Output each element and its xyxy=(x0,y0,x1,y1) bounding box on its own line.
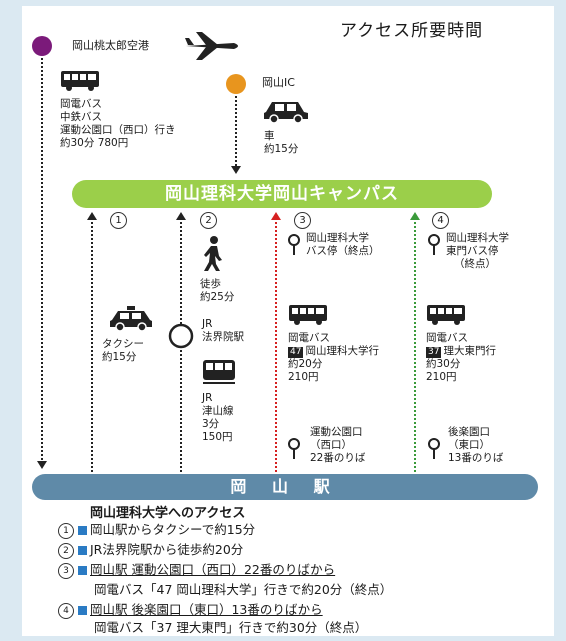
route4-bus: 岡電バス xyxy=(426,332,468,344)
route3-line xyxy=(275,218,277,472)
airport-bus-line4: 約30分 780円 xyxy=(60,137,129,149)
bus-stop-icon xyxy=(288,438,300,459)
route4-stop-bottom-line3: 13番のりば xyxy=(448,452,504,464)
train-icon xyxy=(203,360,235,384)
airport-dot xyxy=(32,36,52,56)
route3-stop-bottom-line2: （西口） xyxy=(310,439,352,451)
route1-number: 1 xyxy=(110,212,127,229)
access-item-4-text: 岡山駅 後楽園口（東口）13番のりばから xyxy=(90,602,323,617)
route4-number: 4 xyxy=(432,212,449,229)
ic-car-time: 約15分 xyxy=(264,143,299,155)
route3-time: 約20分 xyxy=(288,358,323,370)
route4-stop-top-line1: 岡山理科大学 xyxy=(446,232,509,244)
square-bullet-icon xyxy=(78,546,87,555)
bus-icon xyxy=(427,305,465,325)
route3-bus: 岡電バス xyxy=(288,332,330,344)
route4-arrow xyxy=(410,212,420,220)
route2-train-line4: 150円 xyxy=(202,431,233,443)
ic-route-line xyxy=(235,96,237,166)
bus-stop-icon xyxy=(428,438,440,459)
bus-stop-icon xyxy=(288,234,300,255)
route3-stop-bottom-line1: 運動公園口 xyxy=(310,426,363,438)
bus-icon xyxy=(289,305,327,325)
route1-line xyxy=(91,218,93,472)
route2-train-line1: JR xyxy=(202,392,213,404)
access-item-1: 1 岡山駅からタクシーで約15分 xyxy=(58,522,255,539)
access-item-3: 3 岡山駅 運動公園口（西口）22番のりばから xyxy=(58,562,335,579)
ic-arrow xyxy=(231,166,241,174)
access-item-1-text: 岡山駅からタクシーで約15分 xyxy=(90,522,256,537)
taxi-icon xyxy=(110,306,152,332)
airport-bus-line1: 岡電バス xyxy=(60,98,102,110)
route2-walk-time: 約25分 xyxy=(200,291,235,303)
route2-number: 2 xyxy=(200,212,217,229)
access-item-2: 2 JR法界院駅から徒歩約20分 xyxy=(58,542,243,559)
route3-badge: 47 xyxy=(288,347,304,358)
square-bullet-icon xyxy=(78,566,87,575)
square-bullet-icon xyxy=(78,606,87,615)
airport-route-line xyxy=(41,58,43,460)
ic-dot xyxy=(226,74,246,94)
route3-stop-top-line2: バス停（終点） xyxy=(306,245,380,257)
airport-bus-line3: 運動公園口（西口）行き xyxy=(60,124,176,136)
access-title: 岡山理科大学へのアクセス xyxy=(90,506,246,521)
route3-stop-top-line1: 岡山理科大学 xyxy=(306,232,369,244)
route4-badge: 37 xyxy=(426,347,442,358)
route2-arrow xyxy=(176,212,186,220)
route2-stop-line2: 法界院駅 xyxy=(202,331,244,343)
access-item-4-sub: 岡電バス「37 理大東門」行きで約30分（終点） xyxy=(94,620,368,635)
square-bullet-icon xyxy=(78,526,87,535)
access-item-3-sub: 岡電バス「47 岡山理科大学」行きで約20分（終点） xyxy=(94,582,393,597)
access-item-2-text: JR法界院駅から徒歩約20分 xyxy=(90,542,244,557)
walk-icon xyxy=(204,236,222,271)
route3-dest: 岡山理科大学行 xyxy=(305,345,379,357)
route2-train-line3: 3分 xyxy=(202,418,220,430)
route4-line xyxy=(414,218,416,472)
access-item-3-number: 3 xyxy=(58,563,74,579)
route2-walk: 徒歩 xyxy=(200,278,221,290)
bus-stop-icon xyxy=(428,234,440,255)
route1-arrow xyxy=(87,212,97,220)
route4-dest: 理大東門行 xyxy=(443,345,496,357)
access-item-3-text: 岡山駅 運動公園口（西口）22番のりばから xyxy=(90,562,336,577)
route3-arrow xyxy=(271,212,281,220)
airplane-icon xyxy=(185,32,238,60)
route4-time: 約30分 xyxy=(426,358,461,370)
diagram-title: アクセス所要時間 xyxy=(340,21,484,41)
route2-train-line2: 津山線 xyxy=(202,405,234,417)
ic-label: 岡山IC xyxy=(262,76,295,89)
airport-arrow xyxy=(37,461,47,469)
okayama-station-bar: 岡 山 駅 xyxy=(32,474,538,500)
car-icon xyxy=(264,102,308,124)
route1-time: 約15分 xyxy=(102,351,137,363)
station-ring-icon xyxy=(168,323,194,349)
access-diagram: アクセス所要時間 岡山桃太郎空港 岡電バス 中鉄バス 運動公園口（西口）行き 約… xyxy=(22,6,554,636)
route4-fare: 210円 xyxy=(426,371,457,383)
route2-stop-line1: JR xyxy=(202,318,213,330)
access-item-4-number: 4 xyxy=(58,603,74,619)
airport-label: 岡山桃太郎空港 xyxy=(72,39,149,52)
access-item-2-number: 2 xyxy=(58,543,74,559)
bus-icon xyxy=(61,71,99,91)
route4-stop-bottom-line2: （東口） xyxy=(448,439,490,451)
access-item-4: 4 岡山駅 後楽園口（東口）13番のりばから xyxy=(58,602,323,619)
route3-number: 3 xyxy=(294,212,311,229)
route3-stop-bottom-line3: 22番のりば xyxy=(310,452,366,464)
route4-stop-top-line2: 東門バス停 xyxy=(446,245,499,257)
ic-car-mode: 車 xyxy=(264,130,275,142)
route4-stop-top-line3: （終点） xyxy=(454,258,496,270)
airport-bus-line2: 中鉄バス xyxy=(60,111,102,123)
route3-fare: 210円 xyxy=(288,371,319,383)
route1-mode: タクシー xyxy=(102,338,144,350)
route4-stop-bottom-line1: 後楽園口 xyxy=(448,426,490,438)
access-item-1-number: 1 xyxy=(58,523,74,539)
campus-bar: 岡山理科大学岡山キャンパス xyxy=(72,180,492,208)
